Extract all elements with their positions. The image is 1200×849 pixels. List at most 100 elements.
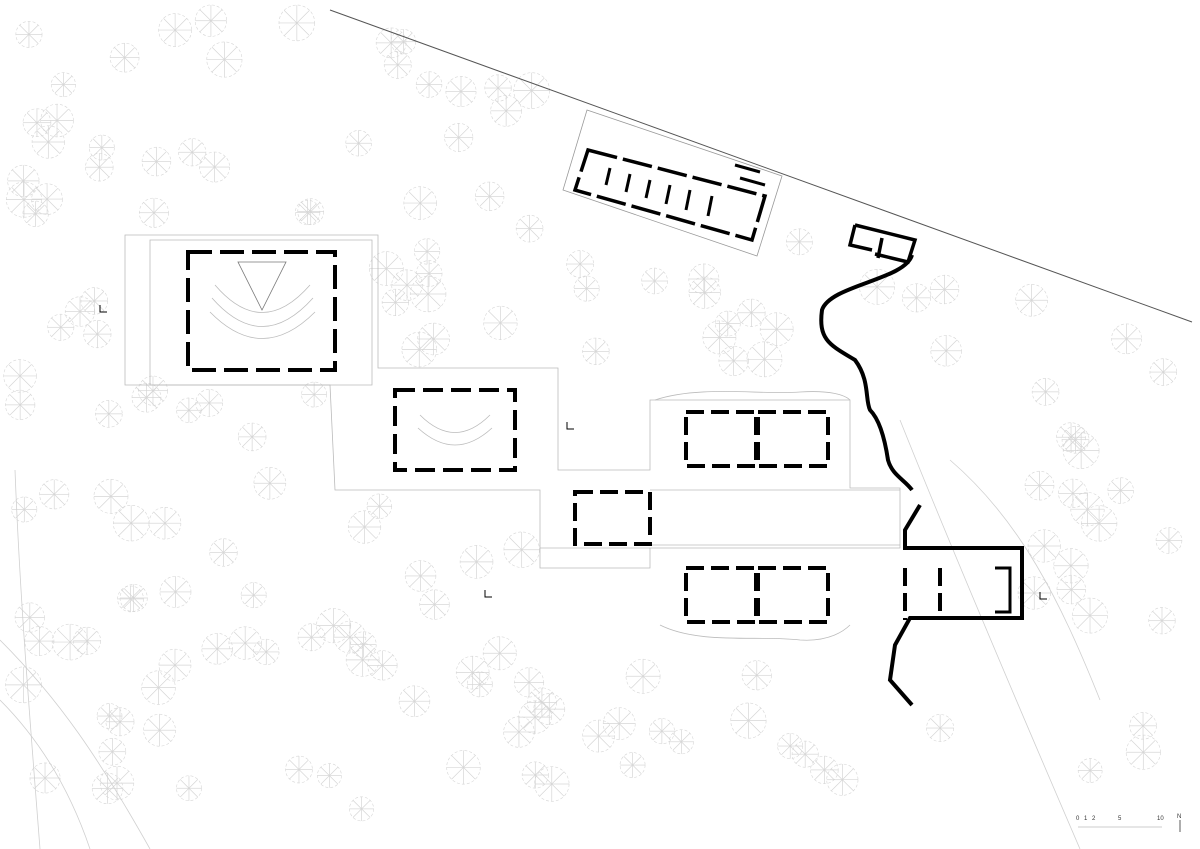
tree-icon	[294, 199, 321, 226]
scale-tick-0: 0	[1076, 816, 1080, 822]
tree-icon	[51, 623, 89, 661]
tree-icon	[131, 382, 162, 413]
retaining-wall	[819, 254, 914, 492]
tree-icon	[718, 345, 749, 376]
tree-icon	[573, 275, 600, 302]
tree-icon	[176, 397, 202, 423]
tree-icon	[240, 582, 267, 609]
tree-icon	[466, 671, 493, 698]
tree-icon	[383, 51, 412, 79]
tree-icon	[482, 636, 517, 671]
tree-icon	[1031, 378, 1060, 406]
tree-icon	[6, 181, 42, 218]
tree-icon	[228, 626, 262, 660]
tree-icon	[445, 76, 477, 107]
tree-icon	[50, 72, 76, 98]
tree-icon	[602, 707, 636, 740]
tree-icon	[206, 41, 243, 78]
tree-icon	[176, 775, 202, 802]
tree-icon	[926, 714, 955, 742]
tree-icon	[39, 479, 70, 510]
tree-canopy-group	[3, 4, 1183, 822]
tree-icon	[409, 275, 447, 313]
tree-icon	[194, 4, 227, 37]
tree-icon	[349, 796, 374, 822]
tree-icon	[138, 375, 168, 406]
tree-icon	[414, 238, 441, 265]
circulation-outline	[124, 234, 901, 641]
tree-icon	[141, 146, 172, 177]
tree-icon	[1149, 358, 1178, 386]
tree-icon	[195, 389, 224, 417]
tree-icon	[119, 584, 148, 612]
tree-icon	[201, 633, 233, 665]
tree-icon	[459, 545, 494, 579]
classroom-blocks	[573, 410, 1012, 624]
tree-icon	[375, 27, 407, 59]
tree-icon	[88, 134, 115, 161]
tree-icon	[1148, 607, 1176, 635]
tree-icon	[403, 186, 437, 220]
auditorium-small	[393, 388, 517, 472]
tree-icon	[96, 703, 123, 729]
tree-icon	[5, 666, 42, 704]
property-boundary-line	[329, 9, 1193, 323]
tree-icon	[93, 479, 129, 514]
tree-icon	[810, 755, 839, 785]
tree-icon	[1077, 758, 1103, 783]
tree-icon	[3, 359, 37, 393]
tree-icon	[297, 198, 325, 225]
tree-icon	[483, 305, 518, 340]
tree-icon	[7, 164, 40, 197]
tree-icon	[619, 752, 646, 778]
tree-icon	[15, 20, 43, 48]
tree-icon	[253, 467, 287, 500]
tree-icon	[148, 506, 182, 540]
tree-icon	[278, 4, 316, 42]
tree-icon	[401, 331, 437, 368]
tree-icon	[714, 310, 741, 337]
tree-icon	[826, 763, 859, 796]
tree-icon	[64, 296, 96, 327]
tree-icon	[582, 337, 610, 365]
tree-icon	[159, 576, 192, 608]
tree-icon	[737, 298, 766, 327]
tree-icon	[345, 130, 372, 157]
scale-bar: 0 1 2 5 10 N	[1076, 814, 1181, 832]
tree-icon	[22, 200, 49, 227]
tree-icon	[930, 335, 962, 367]
tree-icon	[105, 707, 135, 737]
tree-icon	[641, 267, 668, 295]
tree-icon	[746, 341, 783, 378]
tree-icon	[929, 274, 960, 305]
tree-icon	[490, 95, 522, 127]
scale-tick-10: 10	[1157, 816, 1164, 822]
tree-icon	[1125, 734, 1161, 770]
terrain-contours	[0, 419, 1101, 849]
tree-icon	[113, 504, 150, 542]
tree-icon	[285, 755, 313, 784]
tree-icon	[902, 283, 931, 313]
tree-icon	[791, 740, 819, 768]
tree-icon	[446, 750, 481, 785]
tree-icon	[398, 685, 431, 717]
tree-icon	[11, 496, 38, 523]
tree-icon	[1062, 432, 1100, 469]
tree-icon	[297, 623, 326, 652]
tree-icon	[178, 138, 207, 167]
tree-icon	[514, 667, 545, 698]
tree-icon	[688, 276, 721, 309]
tree-icon	[73, 626, 102, 655]
tree-icon	[419, 589, 450, 620]
tree-icon	[85, 153, 114, 182]
tree-icon	[158, 648, 192, 682]
tree-icon	[759, 312, 794, 347]
tree-icon	[1053, 548, 1089, 584]
tree-icon	[40, 103, 74, 138]
tree-icon	[31, 183, 63, 215]
tree-icon	[29, 762, 61, 794]
tree-icon	[1015, 283, 1048, 317]
tree-icon	[316, 608, 352, 644]
tree-icon	[648, 718, 675, 745]
north-building	[562, 109, 783, 257]
